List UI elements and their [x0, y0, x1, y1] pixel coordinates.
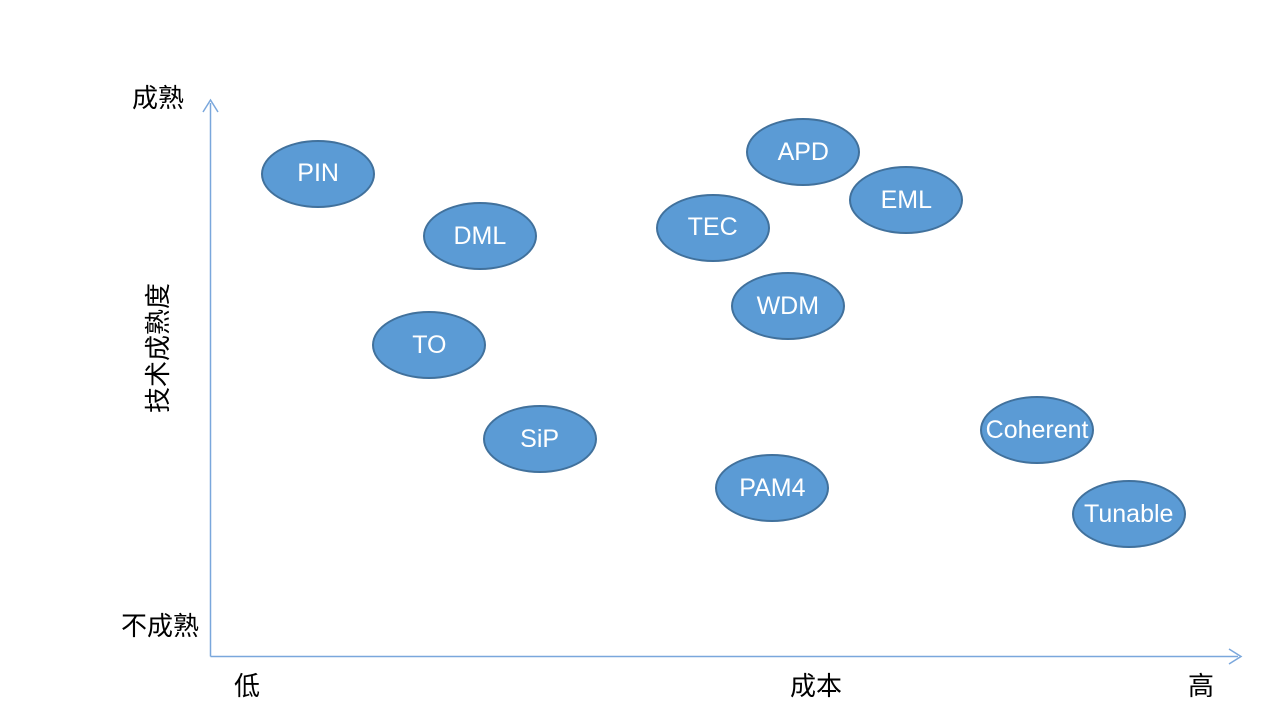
- bubble-DML: DML: [422, 202, 537, 271]
- bubble-EML: EML: [849, 166, 964, 235]
- x-axis-arrowhead-icon: [1228, 648, 1243, 665]
- x-axis-title: 成本: [789, 671, 843, 701]
- x-axis-max-label: 高: [1187, 671, 1215, 701]
- bubble-TEC: TEC: [655, 193, 770, 262]
- bubble-APD: APD: [746, 118, 861, 187]
- bubble-PAM4: PAM4: [715, 454, 830, 523]
- y-axis-arrowhead-icon: [202, 98, 219, 113]
- bubble-Tunable: Tunable: [1071, 480, 1186, 549]
- bubble-TO: TO: [372, 311, 487, 380]
- bubble-WDM: WDM: [730, 272, 845, 341]
- x-axis-min-label: 低: [233, 671, 261, 701]
- y-axis-title: 技术成熟度: [143, 282, 173, 414]
- bubble-SiP: SiP: [482, 405, 597, 474]
- bubble-PIN: PIN: [261, 139, 376, 208]
- y-axis-min-label: 不成熟: [120, 611, 200, 641]
- bubble-Coherent: Coherent: [980, 396, 1095, 465]
- y-axis-max-label: 成熟: [131, 83, 185, 113]
